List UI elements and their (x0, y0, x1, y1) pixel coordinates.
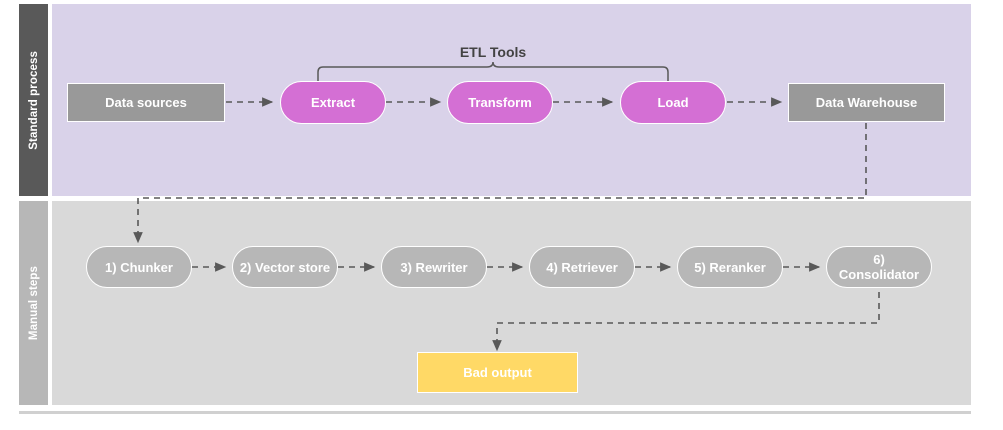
node-label-bad-output: Bad output (463, 365, 532, 380)
node-label-reranker: 5) Reranker (694, 259, 766, 275)
node-label-load: Load (657, 95, 689, 110)
node-label-vector-store: 2) Vector store (239, 259, 331, 275)
node-consolidator[interactable]: 6) Consolidator (826, 246, 932, 288)
node-label-retriever: 4) Retriever (546, 259, 618, 275)
node-extract[interactable]: Extract (280, 81, 386, 124)
etl-tools-label: ETL Tools (459, 44, 527, 60)
node-rewriter[interactable]: 3) Rewriter (381, 246, 487, 288)
node-label-rewriter: 3) Rewriter (400, 259, 468, 275)
node-retriever[interactable]: 4) Retriever (529, 246, 635, 288)
node-vector-store[interactable]: 2) Vector store (232, 246, 338, 288)
node-label-data-warehouse: Data Warehouse (815, 95, 918, 110)
lane-header-label-standard-process: Standard process (27, 50, 40, 150)
bottom-divider (19, 411, 971, 414)
node-label-consolidator: 6) Consolidator (838, 252, 920, 282)
node-reranker[interactable]: 5) Reranker (677, 246, 783, 288)
node-chunker[interactable]: 1) Chunker (86, 246, 192, 288)
lane-header-standard-process: Standard process (19, 4, 48, 196)
node-label-chunker: 1) Chunker (105, 259, 173, 275)
node-load[interactable]: Load (620, 81, 726, 124)
node-label-transform: Transform (468, 95, 532, 110)
lane-header-label-manual-steps: Manual steps (27, 265, 40, 341)
node-label-extract: Extract (310, 95, 356, 110)
node-data-sources[interactable]: Data sources (67, 83, 225, 122)
node-transform[interactable]: Transform (447, 81, 553, 124)
node-label-data-sources: Data sources (105, 95, 187, 110)
node-data-warehouse[interactable]: Data Warehouse (788, 83, 945, 122)
lane-header-manual-steps: Manual steps (19, 201, 48, 405)
node-bad-output[interactable]: Bad output (417, 352, 578, 393)
